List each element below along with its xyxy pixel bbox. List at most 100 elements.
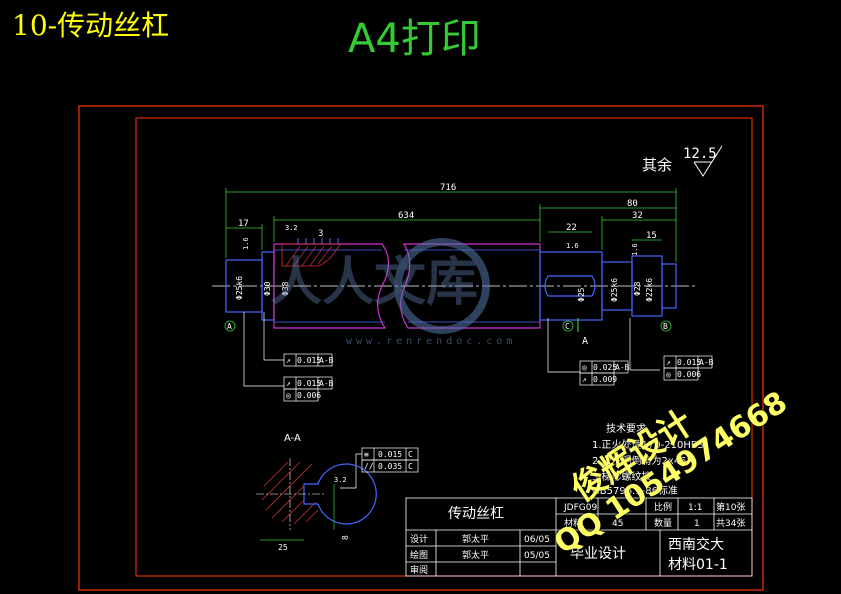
dim-dia-right-2: Φ25k6 xyxy=(610,278,619,302)
tb-design-name: 郭太平 xyxy=(462,533,489,545)
tb-draw-date: 05/05 xyxy=(524,551,550,561)
section-cut-marker: A xyxy=(577,318,588,347)
tb-sheet-no: 第10张 xyxy=(716,501,745,513)
tech-req-item-3: 3.梯形螺纹按 xyxy=(592,470,652,483)
tb-school: 西南交大 xyxy=(668,536,724,553)
surface-finish-symbol xyxy=(693,145,723,177)
dim-dia-left-b: Φ30 xyxy=(263,281,272,296)
thread-teeth xyxy=(297,238,339,244)
outer-frame xyxy=(78,105,764,591)
tol-frame-left-3: ◎ 0.006 xyxy=(283,388,321,402)
section-hatch xyxy=(261,461,319,525)
section-shape xyxy=(303,463,377,525)
svg-text:≡: ≡ xyxy=(364,450,369,459)
tb-project: 毕业设计 xyxy=(570,546,626,562)
svg-text:↗: ↗ xyxy=(666,358,671,367)
svg-text:↗: ↗ xyxy=(286,379,291,388)
tb-qty-label: 数量 xyxy=(654,517,672,529)
dim-thread-pitch: 3 xyxy=(318,229,323,239)
tb-material-value: 45 xyxy=(612,519,623,529)
tol-frame-right-1: ↗ 0.015 A-B xyxy=(663,355,714,369)
section-view xyxy=(256,458,377,530)
tech-req-item-4: GB5796.1-86标准 xyxy=(592,485,678,497)
dim-rough-d: 1.6 xyxy=(631,243,639,256)
watermark-site: www.renrendoc.com xyxy=(346,336,516,347)
dim-dia-left-a: Φ25k6 xyxy=(235,276,244,300)
svg-text:A-B: A-B xyxy=(615,363,630,372)
svg-text:↗: ↗ xyxy=(286,356,291,365)
tech-req-item-1: 1.正火处理170-210HBS xyxy=(592,439,704,451)
surface-finish-value: 12.5 xyxy=(683,146,717,162)
dim-dia-main: Φ38 xyxy=(281,281,290,296)
dimension-lines-top xyxy=(225,188,677,262)
svg-text:A: A xyxy=(227,322,232,331)
svg-text:A-B: A-B xyxy=(319,379,334,388)
tb-scale-label: 比例 xyxy=(654,501,672,513)
svg-text:↗: ↗ xyxy=(582,375,587,384)
svg-text:◎: ◎ xyxy=(286,391,291,400)
dim-rough-c: 1.6 xyxy=(566,242,579,250)
thread-hatch-lines xyxy=(285,245,333,267)
dim-length-15: 15 xyxy=(646,231,657,241)
tol-frame-mid-2: ↗ 0.009 xyxy=(579,372,617,386)
section-dim-depth: 8 xyxy=(341,535,350,540)
svg-text://: // xyxy=(364,462,374,471)
tb-drawing-no: JDFG09 xyxy=(563,503,597,513)
svg-text:0.025: 0.025 xyxy=(593,363,617,372)
dim-length-80: 80 xyxy=(627,199,638,209)
svg-text:0.035: 0.035 xyxy=(378,462,402,471)
tb-design-label: 设计 xyxy=(410,533,428,545)
section-dims xyxy=(260,484,335,541)
dim-rough-a: 1.6 xyxy=(242,237,250,250)
tb-part-name: 传动丝杠 xyxy=(448,506,504,522)
tol-frame-left-1: ↗ 0.015 A-B xyxy=(283,353,334,367)
title-block-text: 传动丝杠 JDFG09 比例 1:1 第10张 材料 45 数量 1 共34张 … xyxy=(410,501,745,576)
thread-hatch-area xyxy=(281,243,341,267)
dim-length-32: 32 xyxy=(632,211,643,221)
section-dim-groove: 3.2 xyxy=(334,476,347,484)
dim-dia-right-4: Φ22k6 xyxy=(645,278,654,302)
svg-text:0.006: 0.006 xyxy=(297,391,321,400)
tb-draw-label: 绘图 xyxy=(410,549,428,561)
tb-material-label: 材料 xyxy=(564,517,582,529)
tech-req-title: 技术要求 xyxy=(606,422,646,435)
svg-text:0.015: 0.015 xyxy=(297,379,321,388)
dim-length-17: 17 xyxy=(238,219,249,229)
surface-finish-label: 其余 xyxy=(642,156,672,174)
svg-text:A: A xyxy=(582,336,588,347)
svg-text:A-B: A-B xyxy=(319,356,334,365)
svg-text:0.015: 0.015 xyxy=(677,358,701,367)
dim-length-634: 634 xyxy=(398,211,414,221)
print-note-header: A4打印 xyxy=(348,16,481,62)
dim-length-22: 22 xyxy=(566,223,577,233)
svg-text:C: C xyxy=(408,450,413,459)
tolerance-leaders xyxy=(243,312,660,489)
dim-dia-right-3: Φ28 xyxy=(633,281,642,296)
svg-text:◎: ◎ xyxy=(666,370,671,379)
tb-draw-name: 郭太平 xyxy=(462,549,489,561)
dim-overall-length: 716 xyxy=(440,183,456,193)
svg-text:0.009: 0.009 xyxy=(593,375,617,384)
svg-text:A-B: A-B xyxy=(699,358,714,367)
part-title-header: 10-传动丝杠 xyxy=(12,9,170,42)
tb-qty-value: 1 xyxy=(694,519,700,529)
svg-text:0.015: 0.015 xyxy=(378,450,402,459)
tol-frame-mid-1: ◎ 0.025 A-B xyxy=(579,360,630,374)
svg-text:◎: ◎ xyxy=(582,363,587,372)
right-step-4 xyxy=(661,263,677,309)
tb-total-sheets: 共34张 xyxy=(716,518,745,529)
thread-section-left xyxy=(273,243,390,329)
svg-text:0.006: 0.006 xyxy=(677,370,701,379)
dim-dia-right-1: Φ25 xyxy=(577,287,586,302)
svg-text:C: C xyxy=(408,462,413,471)
datum-c-symbol: C xyxy=(562,320,574,332)
title-block xyxy=(405,497,753,577)
tb-design-date: 06/05 xyxy=(524,535,550,545)
keyway xyxy=(544,275,596,297)
tech-requirements: 技术要求 1.正火处理170-210HBS 2.未注明倒角为2x45° 3.梯形… xyxy=(592,422,704,497)
tech-req-item-2: 2.未注明倒角为2x45° xyxy=(592,454,692,467)
tb-review-label: 审阅 xyxy=(410,564,428,576)
tol-frame-right-2: ◎ 0.006 xyxy=(663,367,701,381)
tol-frame-sec-2: // 0.035 C xyxy=(361,459,419,473)
